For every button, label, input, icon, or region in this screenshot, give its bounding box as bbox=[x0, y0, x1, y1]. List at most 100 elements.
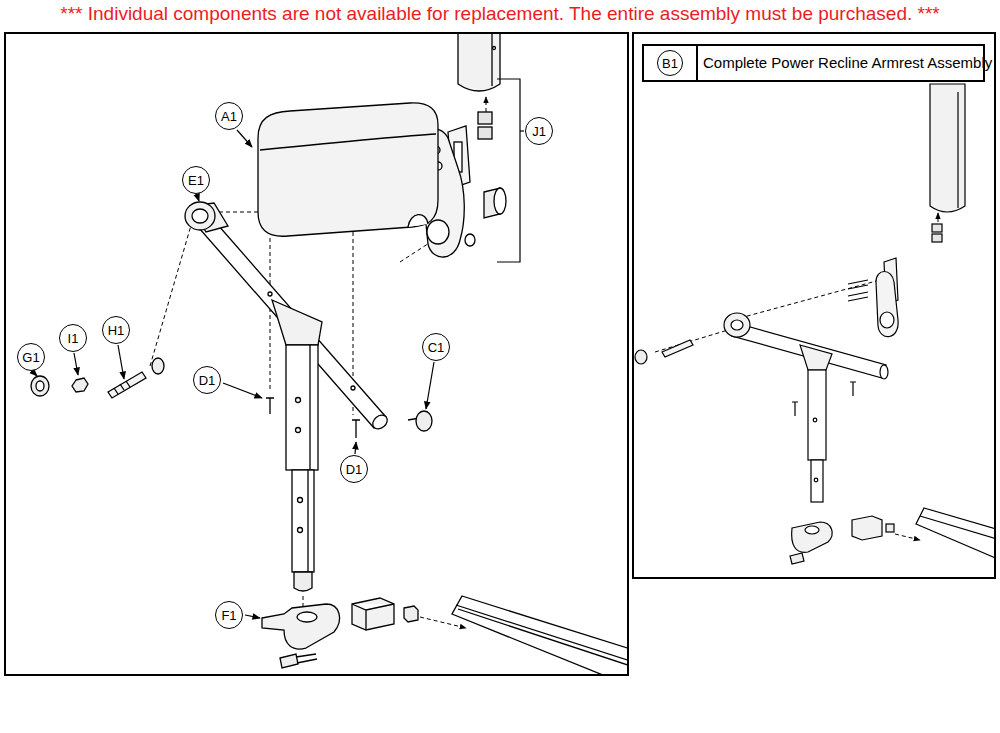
mount-block bbox=[404, 606, 418, 622]
armrest-post bbox=[292, 470, 314, 572]
armrest-pad bbox=[408, 215, 428, 227]
bracket-clips bbox=[932, 234, 942, 242]
mount-key bbox=[296, 654, 317, 663]
leader-line bbox=[33, 372, 37, 376]
armrest-pad bbox=[258, 103, 438, 236]
armrest-tube bbox=[731, 320, 743, 330]
panel-frame bbox=[5, 33, 995, 675]
armrest-post bbox=[296, 398, 301, 403]
mount-key bbox=[790, 522, 832, 564]
armrest-tube bbox=[185, 202, 215, 230]
backrest-tube bbox=[458, 34, 500, 91]
armrest-tube bbox=[880, 365, 888, 379]
mount-key bbox=[792, 522, 833, 552]
armrest-post bbox=[813, 418, 817, 422]
armrest-pad bbox=[258, 103, 438, 236]
seat-rail bbox=[452, 596, 627, 674]
assembly-name: Complete Power Recline Armrest Assembly bbox=[703, 54, 992, 72]
armrest-post bbox=[808, 370, 826, 460]
backrest-tube bbox=[930, 84, 965, 212]
bracket-plate bbox=[427, 220, 449, 244]
panel-frame bbox=[633, 33, 995, 578]
leader-line bbox=[223, 383, 262, 398]
screw bbox=[792, 382, 856, 416]
dashed-guide bbox=[938, 213, 939, 222]
pivot-pin bbox=[31, 358, 164, 398]
drawing-part bbox=[635, 84, 994, 564]
bracket-line bbox=[497, 79, 520, 262]
pivot-pin bbox=[114, 381, 130, 394]
mount-key bbox=[280, 654, 298, 668]
seat-rail bbox=[458, 609, 627, 669]
pivot-pin bbox=[662, 340, 693, 357]
screw bbox=[848, 292, 868, 301]
pivot-pin bbox=[36, 381, 44, 391]
leader-line bbox=[118, 345, 124, 379]
armrest-post bbox=[298, 498, 303, 503]
callout-number: F1 bbox=[215, 601, 243, 629]
id-cell: B1 bbox=[644, 46, 698, 80]
end-cap bbox=[416, 411, 432, 431]
armrest-post bbox=[286, 345, 318, 470]
dashed-guide bbox=[895, 534, 920, 540]
bracket-clips bbox=[932, 224, 942, 232]
armrest-post bbox=[298, 528, 303, 533]
leader-line bbox=[245, 615, 260, 618]
armrest-post bbox=[272, 300, 322, 345]
seat-rail bbox=[916, 508, 994, 560]
screw bbox=[848, 280, 868, 289]
leader-line bbox=[237, 130, 252, 147]
dashed-guide bbox=[655, 330, 728, 352]
armrest-post bbox=[307, 470, 308, 572]
seat-rail bbox=[920, 516, 994, 540]
bracket-plate bbox=[465, 234, 475, 246]
bracket-plate bbox=[880, 312, 894, 328]
callout-number: C1 bbox=[422, 333, 450, 361]
dashed-guide bbox=[740, 280, 880, 318]
mount-key bbox=[805, 526, 819, 534]
callout-number: E1 bbox=[182, 166, 210, 194]
callout-number: D1 bbox=[193, 366, 221, 394]
bracket-plate bbox=[876, 272, 898, 337]
leader-line bbox=[426, 362, 434, 409]
armrest-pad bbox=[260, 134, 436, 150]
mount-block bbox=[852, 516, 894, 540]
backrest-tube bbox=[491, 34, 492, 86]
dashed-guide bbox=[655, 213, 938, 540]
mount-key bbox=[297, 612, 317, 622]
armrest-post bbox=[296, 428, 301, 433]
dashed-guide bbox=[270, 238, 271, 392]
dashed-guide bbox=[486, 97, 487, 112]
leader-line bbox=[197, 195, 199, 201]
callout-number: H1 bbox=[102, 316, 130, 344]
drawing-part bbox=[31, 34, 627, 674]
pivot-pin bbox=[72, 378, 88, 392]
mount-key bbox=[262, 604, 340, 649]
callout-number: A1 bbox=[215, 102, 243, 130]
bracket-clips bbox=[478, 112, 492, 139]
pivot-pin bbox=[635, 350, 647, 364]
mount-key bbox=[790, 553, 804, 564]
leader-line bbox=[33, 130, 434, 618]
callout-number: J1 bbox=[525, 117, 553, 145]
pivot-pin bbox=[108, 372, 146, 398]
backrest-tube bbox=[493, 47, 496, 50]
seat-rail bbox=[916, 508, 994, 560]
callout-number: I1 bbox=[59, 324, 87, 352]
callout-number: D1 bbox=[340, 455, 368, 483]
bracket-line bbox=[497, 79, 524, 262]
bracket-line bbox=[520, 130, 524, 131]
screw bbox=[850, 382, 856, 396]
armrest-post bbox=[800, 345, 832, 370]
seat-rail bbox=[452, 596, 627, 674]
end-cap bbox=[408, 411, 432, 431]
bracket-clips bbox=[478, 127, 492, 139]
armrest-tube bbox=[724, 313, 750, 337]
armrest-post bbox=[811, 460, 823, 502]
dashed-guide bbox=[150, 97, 486, 628]
armrest-post bbox=[309, 345, 310, 470]
bracket-clips bbox=[478, 112, 492, 124]
leader-line bbox=[74, 353, 78, 375]
